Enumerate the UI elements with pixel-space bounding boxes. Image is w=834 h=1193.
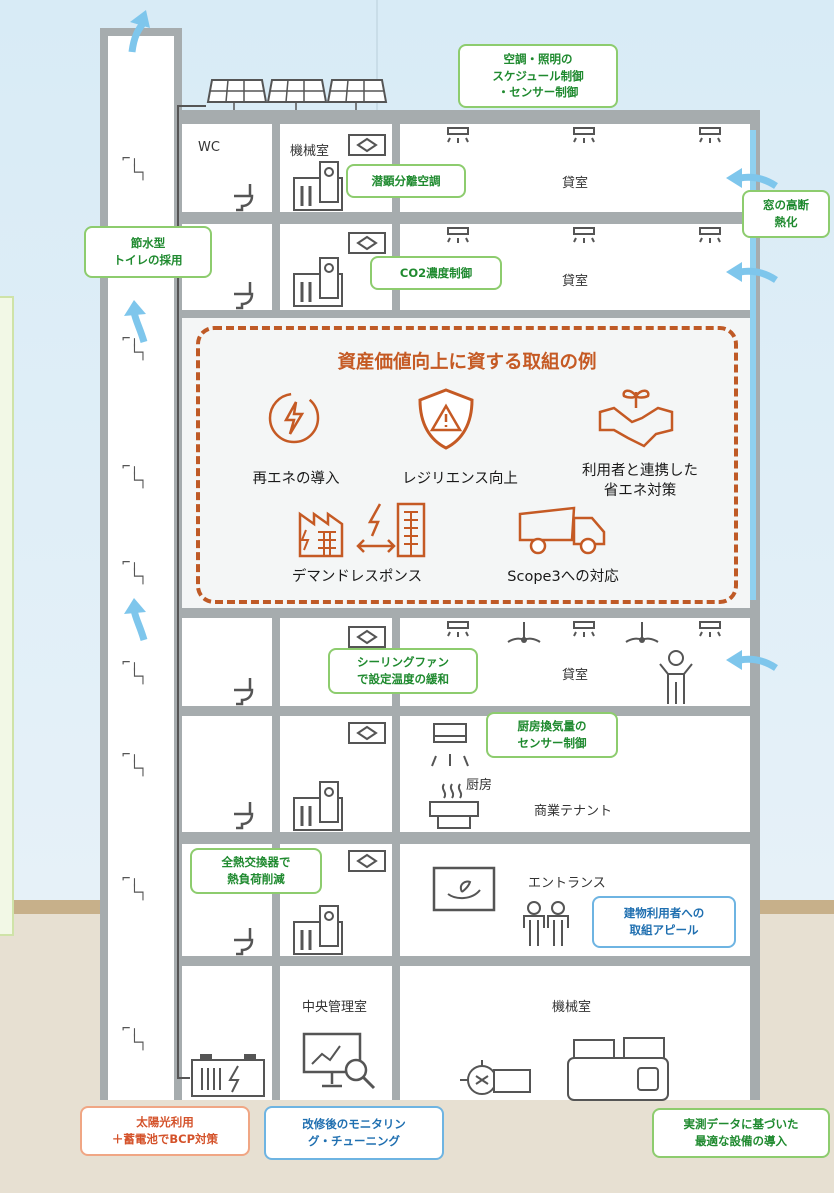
stairs-icon: ⌐╷ └┐	[122, 871, 148, 901]
room-label-tenant: 商業テナント	[534, 804, 613, 819]
ac-vent-icon	[348, 850, 386, 872]
person-icon	[659, 650, 693, 704]
basement-wall-1	[272, 966, 280, 1100]
shield-warning-icon	[418, 388, 474, 450]
ceiling-light-icon	[447, 127, 469, 143]
demand-response-label: デマンドレスポンス	[291, 569, 423, 585]
pump-icon	[460, 1060, 531, 1095]
wc-room-4	[182, 716, 272, 832]
airflow-arrow-icon	[124, 598, 148, 641]
stairwell-lower	[108, 996, 174, 1100]
wind-arrow-icon	[726, 262, 778, 283]
monitor-analysis-icon	[302, 1032, 376, 1090]
ac-unit-icon	[293, 781, 343, 831]
office-building-icon	[396, 502, 426, 558]
power-line	[177, 105, 206, 1079]
toilet-icon	[234, 678, 254, 706]
window-strip	[750, 130, 756, 600]
asset-value-highlight-box	[196, 326, 738, 604]
ceiling-fan-icon	[625, 622, 659, 643]
ceiling-light-icon	[573, 621, 595, 637]
callout-kitchen-ventilation: 厨房換気量の センサー制御	[486, 712, 618, 758]
ceiling-light-icon	[573, 227, 595, 243]
room-label-rental: 貸室	[562, 274, 589, 289]
callout-equipment-data: 実測データに基づいた 最適な設備の導入	[652, 1108, 830, 1158]
callout-monitoring: 改修後のモニタリン グ・チューニング	[264, 1106, 444, 1160]
callout-user-appeal: 建物利用者への 取組アピール	[592, 896, 736, 948]
room-label-central-control: 中央管理室	[302, 1000, 368, 1015]
handshake-icon	[598, 389, 674, 448]
ceiling-light-icon	[447, 227, 469, 243]
renewable-energy-icon	[268, 392, 320, 444]
room-label-rental: 貸室	[562, 176, 589, 191]
callout-heat-exchanger: 全熱交換器で 熱負荷削減	[190, 848, 322, 894]
callout-latent-ac: 潜顕分離空調	[346, 164, 466, 198]
callout-co2-control: CO2濃度制御	[370, 256, 502, 290]
wc-room	[182, 124, 272, 212]
callout-ceiling-fan: シーリングファン で設定温度の緩和	[328, 648, 478, 694]
stairs-icon: ⌐╷ └┐	[122, 151, 148, 181]
ceiling-light-icon	[573, 127, 595, 143]
solar-panel-icon	[206, 79, 388, 110]
stairs-icon: ⌐╷ └┐	[122, 331, 148, 361]
callout-schedule-control: 空調・照明の スケジュール制御 ・センサー制御	[458, 44, 618, 108]
ceiling-fan-icon	[507, 622, 541, 643]
stairs-icon: ⌐╷ └┐	[122, 747, 148, 777]
chiller-icon	[567, 1037, 669, 1101]
ceiling-light-icon	[447, 621, 469, 637]
callout-window-insulation: 窓の高断 熱化	[742, 190, 830, 238]
toilet-icon	[234, 184, 254, 212]
room-label-kitchen: 厨房	[466, 778, 493, 793]
cooking-pot-icon	[429, 783, 479, 829]
toilet-icon	[234, 802, 254, 830]
ac-unit-icon	[293, 161, 343, 211]
ac-vent-icon	[348, 134, 386, 156]
people-icon	[523, 901, 569, 946]
room-label-wc: WC	[198, 140, 220, 155]
ac-vent-icon	[348, 626, 386, 648]
battery-icon	[191, 1054, 265, 1097]
airflow-arrow-icon	[128, 10, 150, 53]
ceiling-light-icon	[699, 621, 721, 637]
renewable-energy-label: 再エネの導入	[252, 471, 340, 487]
airflow-arrow-icon	[124, 300, 148, 343]
power-arrow-icon	[356, 503, 396, 553]
callout-water-saving: 節水型 トイレの採用	[84, 226, 212, 278]
collaboration-label: 利用者と連携した 省エネ対策	[582, 463, 698, 499]
building-left-edge	[100, 996, 108, 1100]
building-right-edge	[750, 966, 760, 1100]
room-label-entrance: エントランス	[528, 876, 606, 891]
scope3-label: Scope3への対応	[507, 569, 619, 585]
stairs-icon: ⌐╷ └┐	[122, 655, 148, 685]
ac-vent-icon	[348, 722, 386, 744]
side-panel	[0, 296, 14, 936]
factory-icon	[298, 511, 344, 558]
stairs-icon: ⌐╷ └┐	[122, 555, 148, 585]
resilience-label: レジリエンス向上	[402, 471, 518, 487]
room-label-basement-machine: 機械室	[552, 1000, 592, 1015]
range-hood-icon	[431, 723, 469, 767]
toilet-icon	[234, 282, 254, 310]
wc-room-3	[182, 618, 272, 706]
callout-solar-battery: 太陽光利用 ＋蓄電池でBCP対策	[80, 1106, 250, 1156]
room-label-rental: 貸室	[562, 668, 589, 683]
truck-icon	[518, 506, 606, 555]
room-label-machine-room: 機械室	[290, 144, 330, 159]
ac-unit-icon	[293, 257, 343, 307]
toilet-icon	[234, 928, 254, 956]
wind-arrow-icon	[726, 168, 778, 189]
highlight-title: 資産価値向上に資する取組の例	[337, 352, 597, 373]
ac-vent-icon	[348, 232, 386, 254]
entrance-display-icon	[432, 866, 496, 912]
stairwell	[108, 36, 174, 996]
ceiling-light-icon	[699, 127, 721, 143]
wind-arrow-icon	[726, 650, 778, 671]
stairs-icon: ⌐╷ └┐	[122, 1021, 148, 1051]
ac-unit-icon	[293, 905, 343, 955]
middle-floors	[182, 318, 750, 608]
basement-wall-2	[392, 966, 400, 1100]
ceiling-light-icon	[699, 227, 721, 243]
stairs-icon: ⌐╷ └┐	[122, 459, 148, 489]
